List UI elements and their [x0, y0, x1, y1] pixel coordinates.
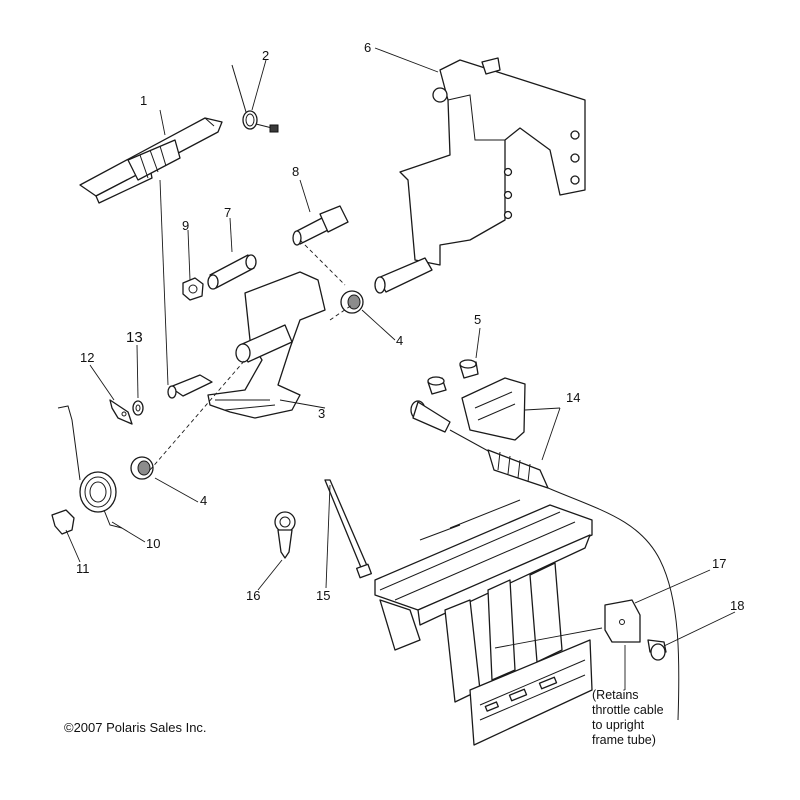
upright-frame-part: [374, 499, 593, 746]
copyright-text: ©2007 Polaris Sales Inc.: [64, 720, 207, 735]
callout-6: 6: [364, 40, 371, 55]
callout-17: 17: [712, 556, 726, 571]
washer-part: [132, 400, 144, 416]
cable-clip-part: [604, 599, 641, 643]
bushing-sleeve-part: [207, 254, 257, 290]
pedal-arm-part: [167, 271, 326, 419]
callout-7: 7: [224, 205, 231, 220]
callout-12: 12: [80, 350, 94, 365]
callout-11: 11: [76, 561, 90, 576]
bolt-part: [292, 205, 349, 246]
flange-bushing-lower-part: [130, 456, 154, 480]
callout-9: 9: [182, 218, 189, 233]
cable-tie-part: [324, 479, 372, 579]
screws-part: [427, 359, 479, 395]
pedal-pad-part: [79, 117, 223, 204]
callout-3: 3: [318, 406, 325, 421]
throttle-cable-part: [410, 377, 680, 721]
callout-5: 5: [474, 312, 481, 327]
callout-1: 1: [140, 93, 147, 108]
torsion-spring-part: [231, 64, 279, 133]
assembly-lines: [65, 47, 736, 690]
callout-8: 8: [292, 164, 299, 179]
note-line-2: throttle cable: [592, 703, 664, 717]
callout-15: 15: [316, 588, 330, 603]
callout-10: 10: [146, 536, 160, 551]
callout-4-upper: 4: [396, 333, 403, 348]
nut-part: [182, 277, 204, 301]
callout-14: 14: [566, 390, 580, 405]
return-spring-part: [57, 405, 123, 529]
callout-4-lower: 4: [200, 493, 207, 508]
callout-16: 16: [246, 588, 260, 603]
push-rivet-part: [274, 511, 296, 559]
note-line-4: frame tube): [592, 733, 656, 747]
pedal-bracket-part: [374, 57, 586, 294]
callout-13: 13: [126, 329, 143, 346]
callout-2: 2: [262, 48, 269, 63]
flange-bushing-upper-part: [340, 290, 364, 314]
clip-screw-part: [647, 639, 667, 661]
note-line-1: (Retains: [592, 688, 639, 702]
callout-18: 18: [730, 598, 744, 613]
retaining-clip-part: [109, 399, 133, 425]
throttle-cable-note: (Retains throttle cable to upright frame…: [592, 688, 664, 747]
e-clip-part: [51, 509, 75, 535]
callout-labels: 1 2 3 4 4 5 6 7 8 9 10 11 12 13 14 15 16…: [76, 40, 744, 613]
note-line-3: to upright: [592, 718, 645, 732]
